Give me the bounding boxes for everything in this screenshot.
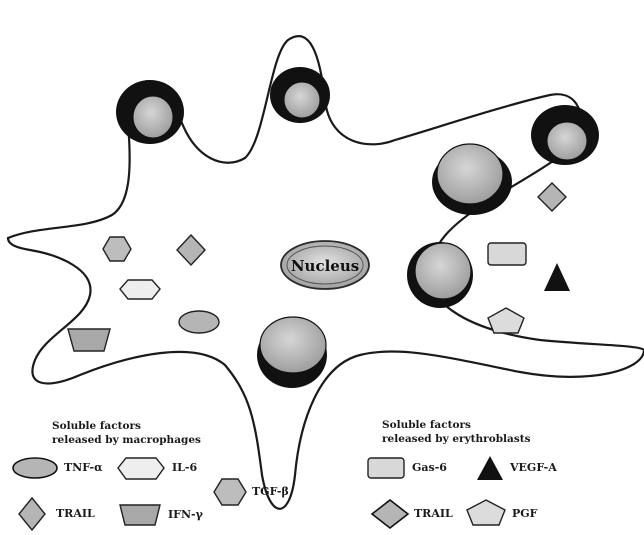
legend-erythroblast-header: Soluble factors released by erythroblast… xyxy=(382,418,531,446)
legend-macrophage-header: Soluble factors released by macrophages xyxy=(52,419,201,447)
pentagon-icon xyxy=(488,308,524,333)
legend-label-vegf-a: VEGF-A xyxy=(510,461,557,475)
legend-header-line: Soluble factors xyxy=(382,418,531,432)
oval-icon xyxy=(179,311,219,333)
nucleus-label: Nucleus xyxy=(291,257,359,275)
erythroblast xyxy=(116,80,184,144)
diamond-icon xyxy=(177,235,205,265)
erythroblast xyxy=(257,317,327,388)
legend-label-gas-6: Gas-6 xyxy=(412,461,447,475)
legend-header-line: released by macrophages xyxy=(52,433,201,447)
trapezoid-icon xyxy=(68,329,110,351)
oval-icon xyxy=(13,458,57,478)
legend-header-line: Soluble factors xyxy=(52,419,201,433)
legend-label-tnf-alpha: TNF-α xyxy=(64,461,103,475)
erythroblast xyxy=(531,105,599,165)
diamond-icon xyxy=(372,500,408,528)
erythroblast xyxy=(270,67,330,123)
legend-header-line: released by erythroblasts xyxy=(382,432,531,446)
pentagon-icon xyxy=(467,500,505,525)
triangle-icon xyxy=(544,263,570,291)
legend-label-trail: TRAIL xyxy=(414,507,453,521)
rounded-rectangle-icon xyxy=(488,243,526,265)
triangle-icon xyxy=(477,456,503,480)
light-octagon-icon xyxy=(120,280,160,299)
legend-label-tgf-beta: TGF-β xyxy=(252,485,289,499)
trapezoid-icon xyxy=(120,505,160,525)
erythroblast xyxy=(432,144,512,215)
diamond-icon xyxy=(19,498,45,530)
erythroblast xyxy=(407,242,473,308)
hexagon-icon xyxy=(214,479,246,505)
legend-label-trail: TRAIL xyxy=(56,507,95,521)
nucleus: Nucleus xyxy=(281,241,369,289)
legend-label-il-6: IL-6 xyxy=(172,461,197,475)
diamond-icon xyxy=(538,183,566,211)
light-octagon-icon xyxy=(118,458,164,479)
legend-label-ifn-gamma: IFN-γ xyxy=(168,508,203,522)
legend-label-pgf: PGF xyxy=(512,507,537,521)
rounded-rectangle-icon xyxy=(368,458,404,478)
hexagon-icon xyxy=(103,237,131,261)
